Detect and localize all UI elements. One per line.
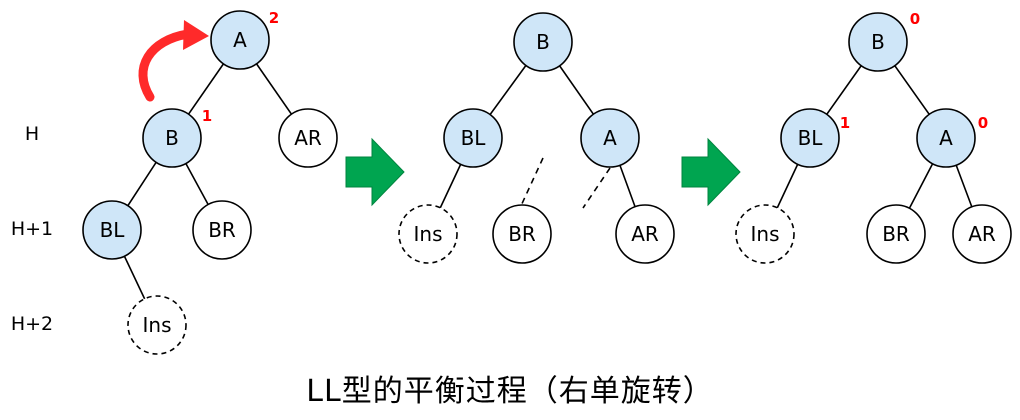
balance-factor-bl: 1: [840, 114, 850, 132]
node-a: A: [580, 108, 640, 168]
tree-middle: B BL A Ins BR AR: [398, 12, 675, 264]
curved-arrow-icon: [138, 20, 209, 102]
node-a-label: A: [603, 126, 617, 150]
node-bl: BL: [443, 108, 503, 168]
node-ins-label: Ins: [143, 313, 172, 337]
balance-factor-b: 0: [910, 10, 920, 28]
tree-before: A B AR BL BR Ins 2 1: [82, 9, 338, 355]
node-b-label: B: [871, 30, 885, 54]
node-ar-label: AR: [968, 222, 996, 246]
level-label-h: H: [25, 123, 39, 145]
level-label-h-plus-1: H+1: [11, 218, 53, 240]
node-br-label: BR: [508, 222, 536, 246]
node-br: BR: [192, 200, 252, 260]
balance-factor-a: 2: [269, 9, 279, 27]
node-ins-label: Ins: [414, 222, 443, 246]
edge-a-open: [582, 167, 611, 209]
node-b-label: B: [165, 126, 179, 150]
node-ins-label: Ins: [751, 222, 780, 246]
node-bl-label: BL: [100, 218, 126, 242]
node-b: B: [513, 12, 573, 72]
node-a-label: A: [939, 126, 953, 150]
node-a-label: A: [233, 28, 247, 52]
node-bl: BL: [780, 108, 840, 168]
node-ins: Ins: [735, 204, 795, 264]
node-br: BR: [866, 204, 926, 264]
node-ar: AR: [278, 108, 338, 168]
node-b-label: B: [536, 30, 550, 54]
level-label-h-plus-2: H+2: [11, 313, 53, 335]
node-br: BR: [492, 204, 552, 264]
node-ar-label: AR: [631, 222, 659, 246]
node-ar: AR: [952, 204, 1012, 264]
node-a: A: [210, 10, 270, 70]
diagram-caption: LL型的平衡过程（右单旋转）: [306, 374, 714, 409]
right-arrow-icon: [345, 137, 405, 207]
node-a: A: [916, 108, 976, 168]
node-b: B: [848, 12, 908, 72]
node-bl-label: BL: [798, 126, 824, 150]
node-b: B: [142, 108, 202, 168]
node-ins: Ins: [398, 204, 458, 264]
node-br-label: BR: [882, 222, 910, 246]
tree-after: B BL A Ins BR AR 0 1 0: [735, 10, 1012, 264]
node-br-label: BR: [208, 218, 236, 242]
node-bl-label: BL: [461, 126, 487, 150]
balance-factor-a: 0: [978, 114, 988, 132]
edge-detached-br: [519, 157, 544, 209]
node-ar-label: AR: [294, 126, 322, 150]
node-ins: Ins: [127, 295, 187, 355]
node-ar: AR: [615, 204, 675, 264]
node-bl: BL: [82, 200, 142, 260]
balance-factor-b: 1: [202, 107, 212, 125]
right-arrow-icon: [681, 137, 741, 207]
